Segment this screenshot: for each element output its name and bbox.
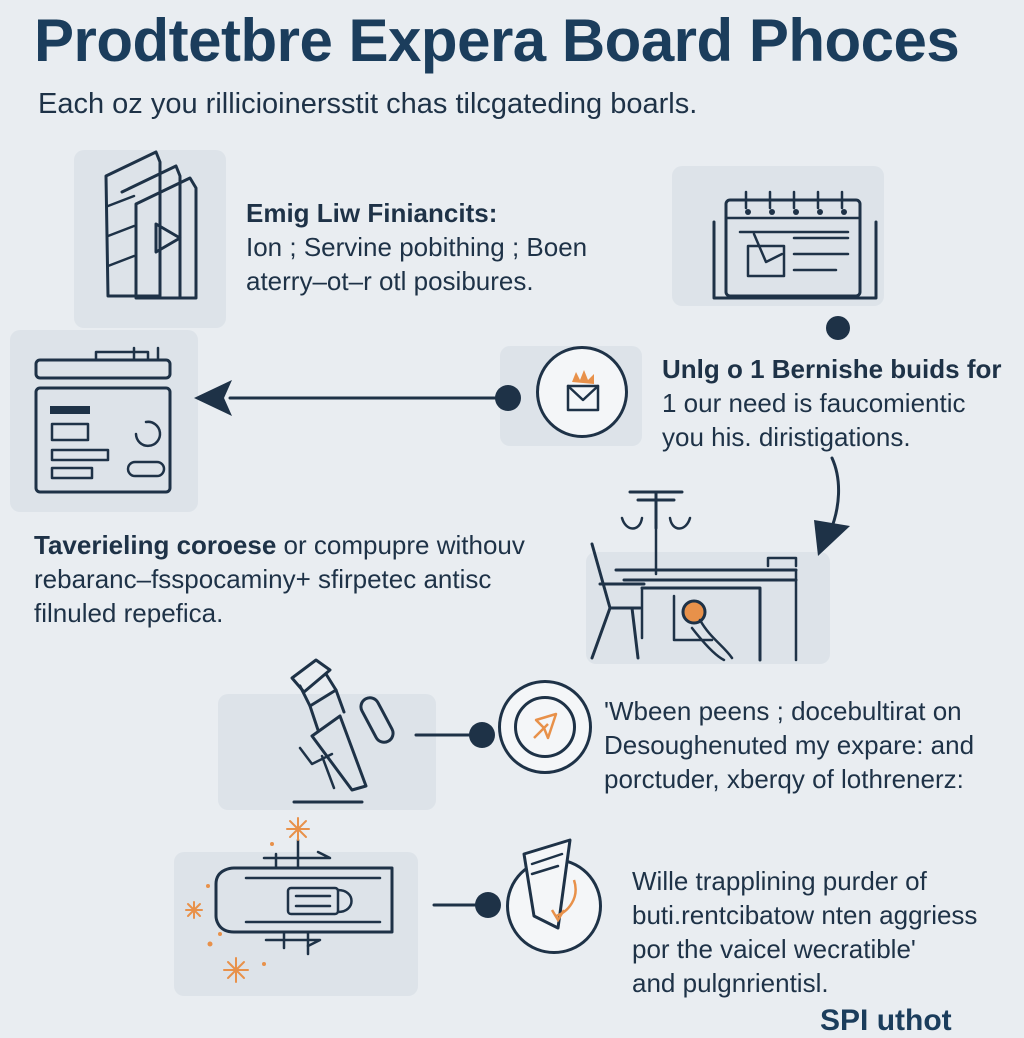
step1-heading: Emig Liw Finiancits: [246, 198, 498, 228]
step4-line2: Desoughenuted my expare: and [604, 730, 975, 760]
document-arrow-icon [518, 836, 578, 932]
page-title: Prodtetbre Expera Board Phoces [34, 7, 960, 74]
step4-line1: 'Wbeen peens ; docebultirat on [604, 696, 962, 726]
envelope-badge [536, 346, 628, 438]
panel-circuit [174, 852, 418, 996]
compass-connector [412, 722, 495, 748]
step2-text: Unlg o 1 Bernishe buids for 1 our need i… [662, 352, 1001, 454]
document-play-icon [100, 146, 200, 298]
panel-microscope [218, 694, 436, 810]
step3-text: Taverieling coroese or compupre withouv … [34, 528, 525, 630]
step1-line2: aterry–ot–r otl posibures. [246, 266, 534, 296]
compass-icon [528, 710, 562, 744]
compass-inner-ring [514, 696, 576, 758]
step3-heading: Taverieling coroese [34, 530, 277, 560]
step3-line1: rebaranc–fsspocaminy+ sfirpetec antisc [34, 564, 492, 594]
corner-logo: SPI uthot [820, 1004, 952, 1037]
step5-line1: Wille trapplining purder of [632, 866, 927, 896]
step5-line2: buti.rentcibatow nten aggriess [632, 900, 978, 930]
step5-line4: and pulgnrientisl. [632, 968, 829, 998]
step5-line3: por the vaicel wecratible' [632, 934, 916, 964]
step4-line3: porctuder, xberqy of lothrenerz: [604, 764, 964, 794]
browser-window-icon [30, 344, 176, 494]
connector-dot [826, 316, 850, 340]
step1-text: Emig Liw Finiancits: Ion ; Servine pobit… [246, 196, 587, 298]
arrow-down-connector [814, 456, 850, 556]
step3-line2: filnuled repefica. [34, 598, 224, 628]
step2-heading: Unlg o 1 Bernishe buids for [662, 354, 1002, 384]
calendar-icon [712, 182, 878, 300]
step2-line2: you his. diristigations. [662, 422, 911, 452]
arrow-left-connector [194, 380, 521, 416]
document-connector [430, 892, 501, 918]
panel-step2 [672, 166, 884, 306]
step3-heading-line: Taverieling coroese or compupre withouv [34, 528, 525, 562]
step3-heading-rest: or compupre withouv [276, 530, 525, 560]
step4-text: 'Wbeen peens ; docebultirat on Desoughen… [604, 694, 974, 796]
step2-line1: 1 our need is faucomientic [662, 388, 966, 418]
step5-text: Wille trapplining purder of buti.rentcib… [632, 864, 977, 1000]
microscope-icon [282, 656, 406, 808]
desk-chair-icon [582, 488, 802, 664]
page-subtitle: Each oz you rillicioinersstit chas tilcg… [38, 88, 698, 120]
circuit-board-icon [180, 818, 402, 994]
step1-line1: Ion ; Servine pobithing ; Boen [246, 232, 588, 262]
sparkle-icon [180, 814, 330, 990]
envelope-icon [566, 370, 600, 414]
